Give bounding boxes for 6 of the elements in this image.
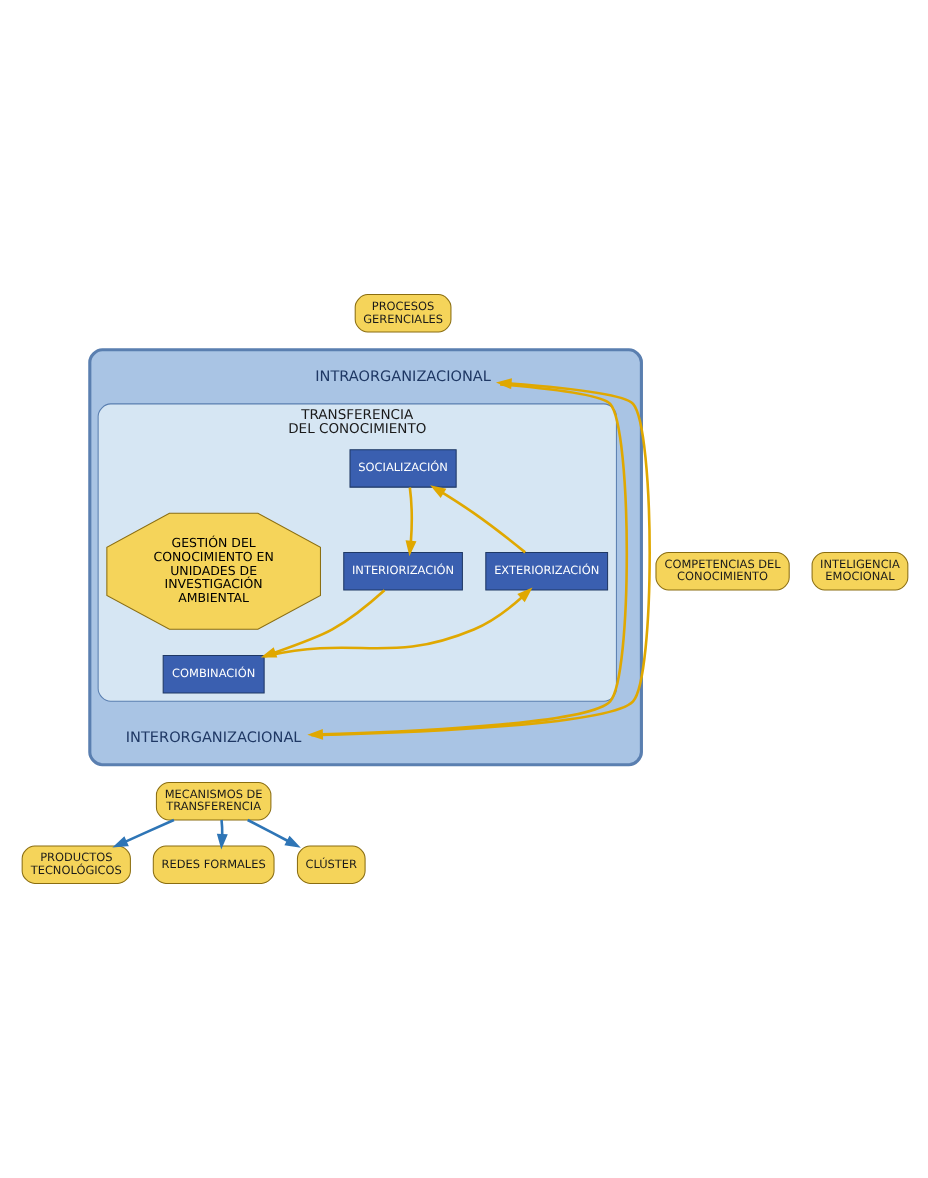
arrow xyxy=(263,587,532,658)
arrow xyxy=(429,485,525,554)
arrow xyxy=(246,818,300,848)
arrow xyxy=(404,487,416,557)
arrow xyxy=(111,818,174,848)
cluster xyxy=(87,348,642,767)
